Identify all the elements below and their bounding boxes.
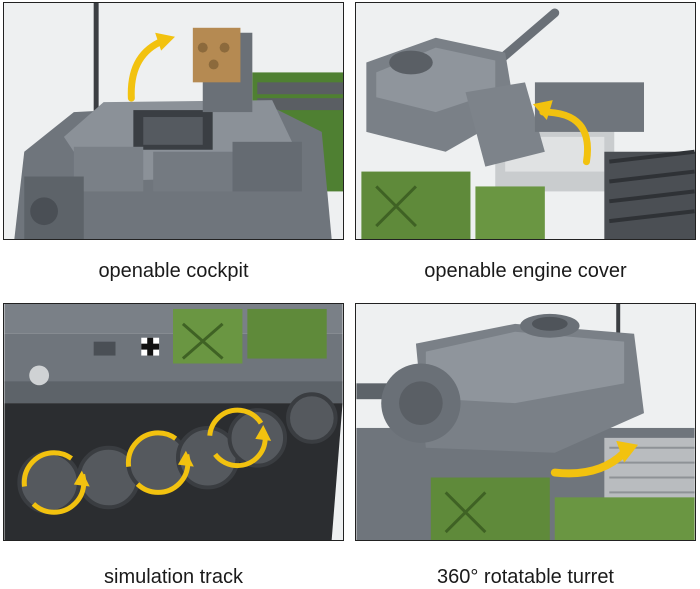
track-illustration	[4, 304, 343, 540]
cockpit-illustration	[4, 3, 343, 239]
curved-arrow-icon	[550, 448, 629, 478]
cockpit-photo	[3, 2, 344, 240]
caption-openable-engine-cover: openable engine cover	[424, 260, 627, 282]
caption-openable-cockpit: openable cockpit	[98, 260, 249, 282]
caption-rotatable-turret: 360° rotatable turret	[437, 566, 614, 588]
curved-arrow-icon	[127, 37, 167, 102]
curved-arrow-icon	[539, 108, 591, 166]
engine-cover-photo	[355, 2, 696, 240]
engine-illustration	[356, 3, 695, 239]
caption-simulation-track: simulation track	[104, 566, 243, 588]
turret-illustration	[356, 304, 695, 540]
track-photo	[3, 303, 344, 541]
turret-photo	[355, 303, 696, 541]
